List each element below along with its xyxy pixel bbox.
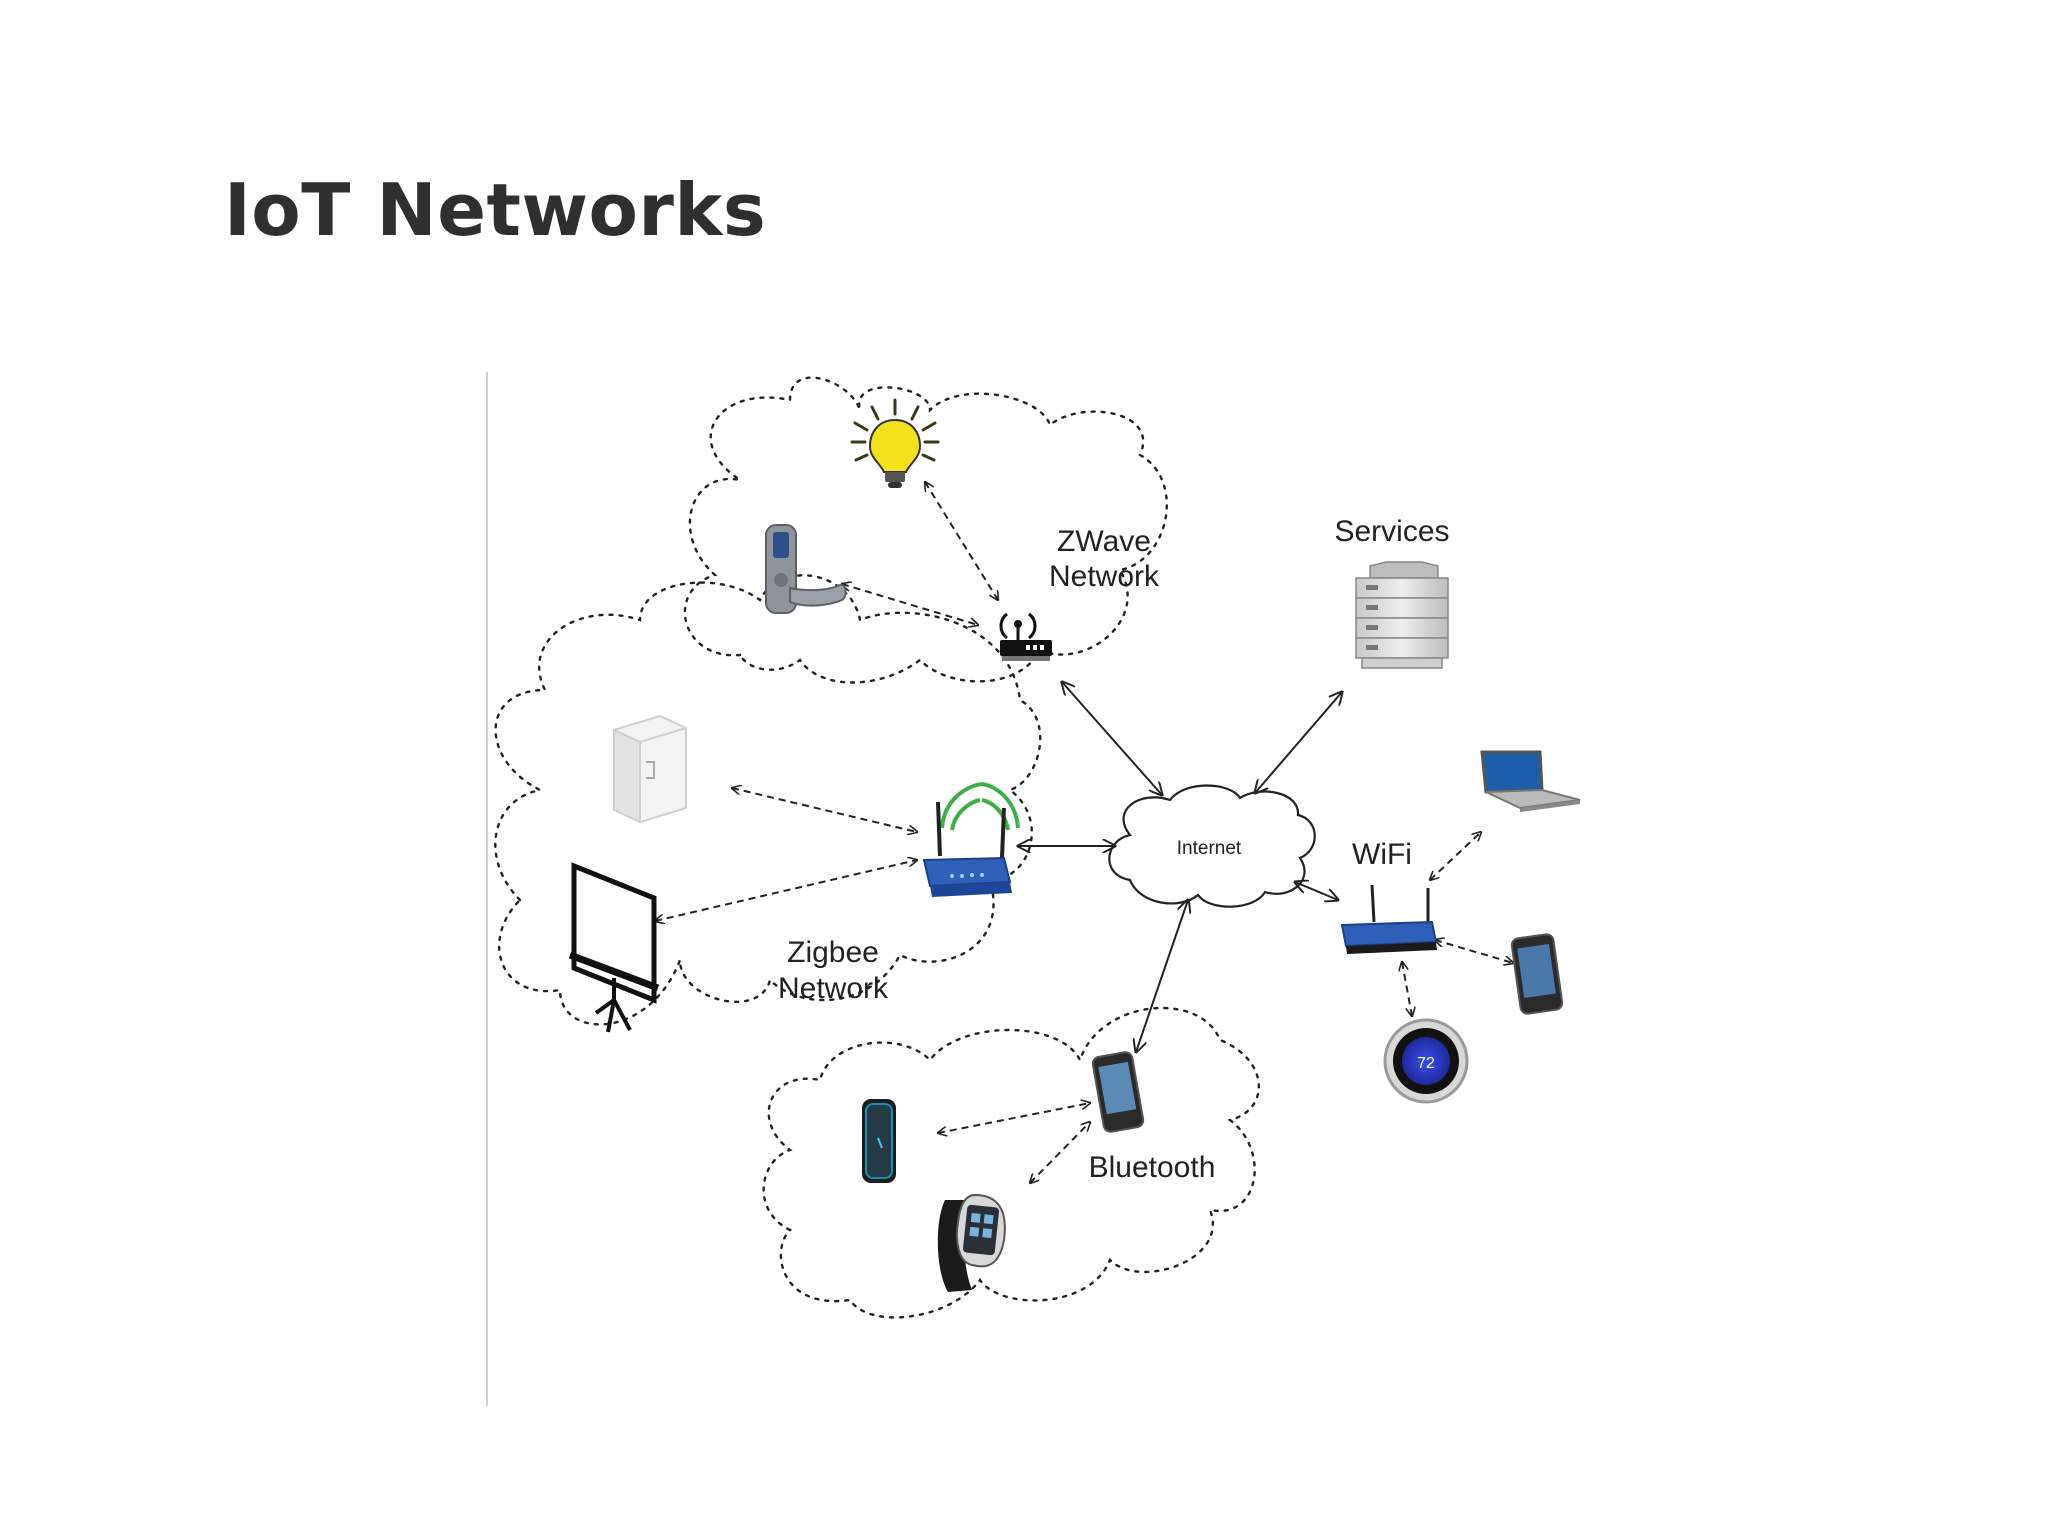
internet-cloud	[1108, 784, 1316, 908]
server-stack-icon	[1355, 561, 1449, 669]
internet-label: Internet	[1177, 838, 1242, 859]
link-tracker-phone	[938, 1103, 1090, 1133]
link-wifi-phone	[1435, 940, 1513, 963]
smartwatch-icon	[937, 1193, 1006, 1292]
link-zwave-hub-internet	[1062, 682, 1162, 795]
fitness-tracker-icon	[862, 1099, 896, 1183]
zigbee-hub-icon	[922, 782, 1020, 897]
zigbee-label-line2: Network	[778, 972, 889, 1005]
zwave-hub-icon	[999, 612, 1052, 661]
light-bulb-icon	[850, 398, 940, 488]
services-label: Services	[1334, 515, 1449, 548]
zwave-label-line2: Network	[1049, 560, 1160, 593]
link-internet-wifi-router	[1295, 882, 1338, 900]
link-wifi-thermostat	[1402, 962, 1412, 1016]
smart-plug-icon	[613, 714, 687, 824]
wifi-router-icon	[1340, 884, 1438, 954]
zigbee-label-line1: Zigbee	[787, 936, 879, 969]
link-internet-phone	[1136, 900, 1188, 1052]
bluetooth-smartphone-icon	[1091, 1051, 1145, 1133]
link-lock-zwave-hub	[842, 584, 978, 625]
thermostat-icon: 72	[1383, 1018, 1469, 1104]
bluetooth-network-cloud	[762, 1006, 1261, 1319]
wifi-smartphone-icon	[1510, 933, 1564, 1015]
projector-screen-icon	[568, 862, 660, 1033]
wifi-label: WiFi	[1352, 838, 1412, 871]
bluetooth-label: Bluetooth	[1089, 1151, 1216, 1184]
laptop-icon	[1480, 750, 1581, 812]
thermostat-reading: 72	[1417, 1055, 1435, 1072]
link-bulb-zwave-hub	[925, 482, 998, 600]
link-services-internet	[1255, 692, 1342, 793]
zwave-label-line1: ZWave	[1057, 525, 1151, 558]
smart-lock-icon	[765, 524, 847, 614]
link-screen-zigbee-hub	[655, 860, 917, 921]
link-plug-zigbee-hub	[732, 788, 917, 832]
link-watch-phone	[1030, 1122, 1090, 1183]
link-wifi-laptop	[1430, 832, 1481, 880]
slide-title: IoT Networks	[224, 168, 767, 252]
